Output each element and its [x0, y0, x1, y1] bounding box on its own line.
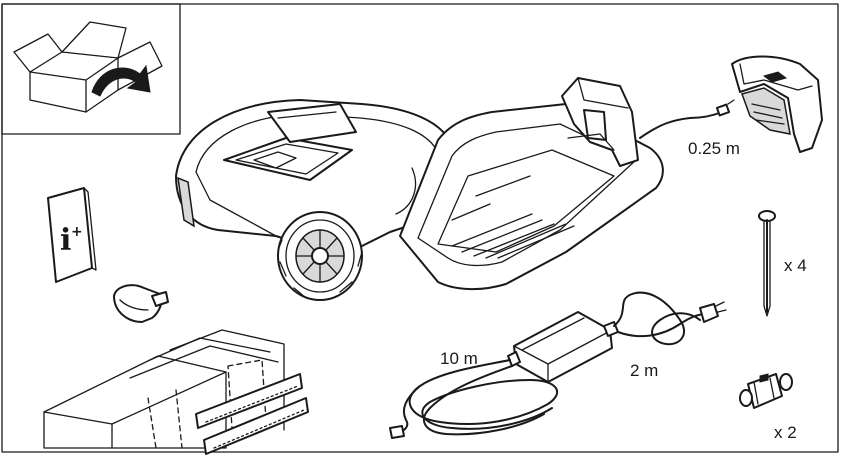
info-booklet-icon: i + — [47, 187, 97, 283]
unbox-inset — [1, 3, 181, 135]
mower-wheel — [277, 211, 363, 301]
wire-connector — [739, 373, 793, 409]
short-cable — [639, 99, 735, 139]
mains-cable — [613, 291, 727, 346]
power-supply — [507, 311, 619, 383]
peg-count-label: x 4 — [784, 256, 807, 275]
ground-peg — [758, 210, 776, 317]
open-box-arrow-icon — [13, 21, 163, 113]
long-cable-length-label: 10 m — [440, 349, 478, 368]
mid-cable-length-label: 2 m — [630, 361, 659, 380]
short-cable-length-label: 0.25 m — [688, 139, 740, 158]
extension-cable-coil — [389, 359, 559, 439]
charging-station — [399, 77, 664, 291]
connector-count-label: x 2 — [774, 423, 797, 442]
key-illustration — [113, 284, 169, 323]
outer-frame — [1, 3, 839, 453]
measuring-rulers — [195, 373, 309, 455]
boundary-wire-package — [43, 329, 285, 449]
svg-text:+: + — [71, 224, 83, 240]
station-cover — [731, 55, 823, 153]
svg-text:i: i — [60, 223, 71, 258]
